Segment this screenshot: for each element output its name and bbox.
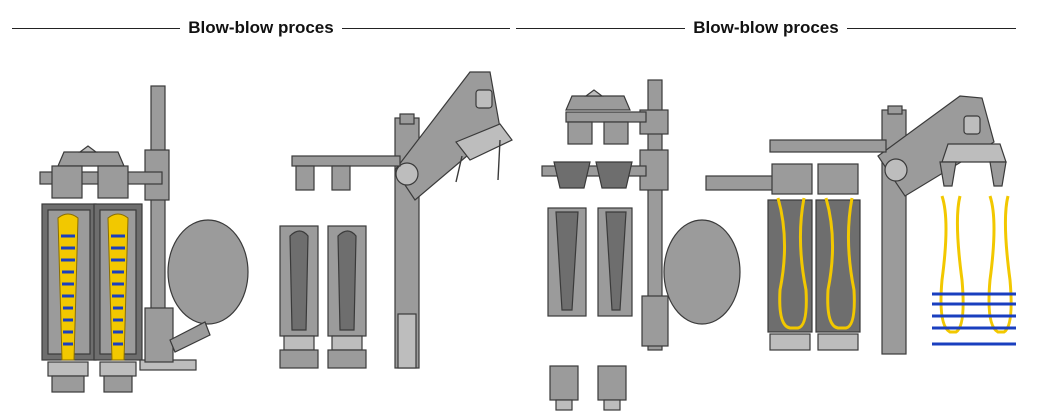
left-diagram-title: Blow-blow proces (12, 16, 510, 40)
left-blowhead (455, 123, 513, 161)
right-neck-ring-base-b (603, 399, 621, 411)
left-title-text: Blow-blow proces (188, 18, 334, 37)
right-blank-cavity-b (605, 211, 627, 311)
right-takeout-head (941, 143, 1007, 163)
right-title-rule-right (846, 27, 1016, 29)
left-mold-base-b (327, 349, 367, 369)
left-invert-arm (394, 71, 501, 201)
left-blowhead-fingers (455, 139, 501, 183)
left-funnel-head (57, 151, 125, 167)
right-takeout-jaw-a (939, 161, 957, 187)
right-counterweight-disc (663, 219, 741, 325)
left-glass-gob-b (107, 213, 129, 361)
right-blowhead-bar (769, 139, 887, 153)
left-plunger-base-a (51, 375, 85, 393)
left-blank-mold-station (39, 85, 249, 393)
left-support-pole (150, 85, 166, 317)
right-diagram-title: Blow-blow proces (516, 16, 1016, 40)
right-bottom-plate-a (769, 333, 811, 351)
left-blow-cavity-b (337, 230, 357, 331)
left-glass-gob-a (57, 213, 79, 361)
right-blank-cavity-a (555, 211, 579, 311)
left-title-rule-left (12, 27, 181, 29)
left-plunger-head-a (51, 165, 83, 199)
right-funnel-pivot (584, 89, 604, 97)
right-blowhead-a (771, 163, 813, 195)
left-counterweight-disc (167, 219, 249, 325)
right-parison-b (824, 197, 856, 330)
left-title-rule-right (341, 27, 510, 29)
left-takeout-jaw-b (331, 165, 351, 191)
right-pole-base (641, 295, 669, 347)
left-takeout-bar (291, 155, 401, 167)
right-funnel-head (565, 95, 631, 111)
left-bottom-plate-b (331, 335, 363, 351)
right-funnel-jaw-b (603, 121, 629, 145)
right-column-cap (887, 105, 903, 115)
right-support-pole (647, 79, 663, 351)
left-neck-ring-b (99, 361, 137, 377)
right-neck-ring-a (549, 365, 579, 401)
right-counterweight-arm (705, 175, 777, 191)
left-arm-pivot (395, 162, 419, 186)
right-parison-a (776, 197, 808, 330)
left-pole-base (144, 307, 174, 363)
left-plunger-head-b (97, 165, 129, 199)
right-baffle-b (595, 161, 633, 189)
right-funnel-arm (565, 111, 647, 123)
right-blow-mold-station (767, 95, 1016, 355)
left-arm-eye (475, 89, 493, 109)
right-takeout-jaw-b (989, 161, 1007, 187)
left-blue-gob-stripes-a (61, 234, 75, 346)
right-blowhead-b (817, 163, 859, 195)
right-baffle-bar (541, 165, 647, 177)
right-neck-ring-base-a (555, 399, 573, 411)
right-dead-plate-stripes (932, 292, 1016, 346)
left-takeout-jaw-a (295, 165, 315, 191)
left-blow-column-base (397, 313, 417, 369)
right-finished-bottle-b (987, 195, 1013, 334)
right-funnel-jaw-a (567, 121, 593, 145)
right-arm-eye (963, 115, 981, 135)
left-column-cap (399, 113, 415, 125)
left-counterweight-link (169, 321, 211, 353)
right-title-rule-left (516, 27, 686, 29)
left-blow-cavity-a (289, 230, 309, 331)
left-plunger-base-b (103, 375, 133, 393)
left-mold-base-a (279, 349, 319, 369)
right-bottom-plate-b (817, 333, 859, 351)
right-neck-ring-b (597, 365, 627, 401)
right-title-text: Blow-blow proces (693, 18, 839, 37)
right-baffle-a (553, 161, 591, 189)
right-blank-mold-station (541, 79, 777, 411)
right-arm-pivot (884, 158, 908, 182)
right-finished-bottle-a (939, 195, 965, 334)
left-funnel-pivot (78, 145, 98, 153)
left-blow-mold-station (279, 71, 513, 369)
left-blue-gob-stripes-b (111, 234, 125, 346)
left-neck-ring-a (47, 361, 89, 377)
left-bottom-plate-a (283, 335, 315, 351)
